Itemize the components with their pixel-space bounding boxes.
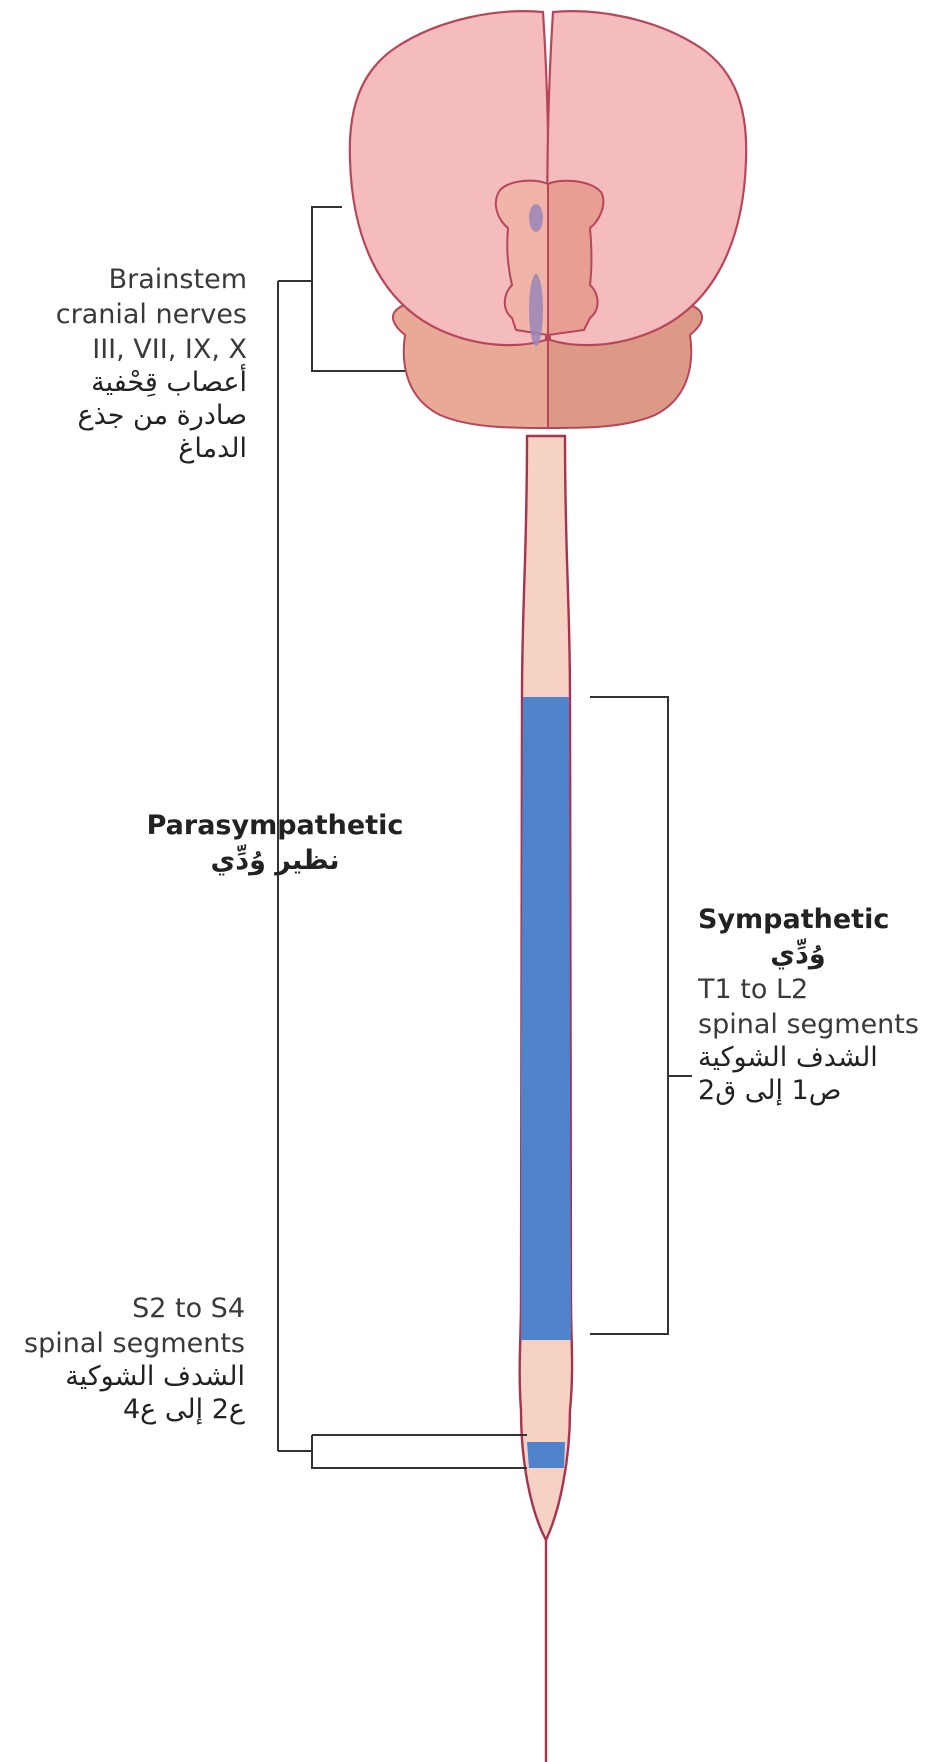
sacral-label: S2 to S4 spinal segments الشدف الشوكية ع…	[24, 1295, 245, 1423]
thoracolumbar-segment	[521, 697, 571, 1340]
sacral-segments: spinal segments	[24, 1330, 245, 1357]
parasympathetic-title: Parasympathetic	[130, 812, 420, 839]
sacral-range: S2 to S4	[24, 1295, 245, 1322]
sympathetic-arabic-1: الشدف الشوكية	[698, 1044, 908, 1071]
sacral-segment	[527, 1442, 565, 1468]
brainstem-label-arabic-3: الدماغ	[56, 435, 247, 462]
sympathetic-label: Sympathetic وُدِّي T1 to L2 spinal segme…	[698, 906, 919, 1104]
parasympathetic-label: Parasympathetic نظير وُدِّي	[130, 812, 420, 874]
brainstem-nucleus-upper	[529, 204, 543, 232]
sympathetic-range: T1 to L2	[698, 976, 919, 1003]
parasympathetic-title-arabic: نظير وُدِّي	[130, 847, 420, 874]
sympathetic-bracket	[590, 697, 668, 1334]
sympathetic-title: Sympathetic	[698, 906, 919, 933]
sympathetic-segments: spinal segments	[698, 1011, 919, 1038]
brainstem-label-line-2: cranial nerves	[56, 301, 247, 328]
brainstem-label-arabic-1: أعصاب قِحْفية	[56, 369, 247, 396]
sacral-arabic-1: الشدف الشوكية	[24, 1363, 245, 1390]
brainstem-label-line-1: Brainstem	[56, 266, 247, 293]
brainstem-label-arabic-2: صادرة من جذع	[56, 402, 247, 429]
sacral-bracket	[278, 1435, 527, 1468]
brainstem-label-line-3: III, VII, IX, X	[56, 336, 247, 363]
sympathetic-arabic-2: ص1 إلى ق2	[698, 1077, 908, 1104]
sympathetic-title-arabic: وُدِّي	[698, 941, 898, 968]
brainstem-nucleus-lower	[529, 274, 543, 346]
sacral-arabic-2: ع2 إلى ع4	[24, 1396, 245, 1423]
brainstem-label: Brainstem cranial nerves III, VII, IX, X…	[56, 266, 247, 462]
